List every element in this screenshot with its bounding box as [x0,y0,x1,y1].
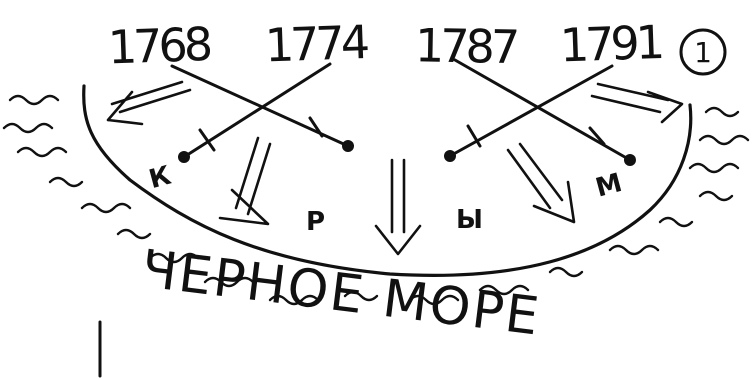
arrow-right-top [592,84,682,122]
arrows [108,82,682,254]
arrow-right-down [508,144,574,222]
number-badge-label: 1 [694,36,712,69]
arrow-left-down [220,138,270,224]
crossing-lines [172,60,630,160]
sea-label: ЧЕРНОЕ МОРЕ [138,239,544,347]
letter-m: М [593,168,626,204]
letter-r: Р [306,207,325,237]
number-badge: 1 [681,30,725,74]
year-1774: 1774 [264,15,369,73]
arrow-center [376,160,420,254]
arrow-left-top [108,82,190,124]
year-1791: 1791 [559,15,663,73]
line-endpoints [178,140,636,166]
letter-k: К [146,161,174,195]
year-1768: 1768 [107,17,212,75]
line-1791 [450,66,612,156]
letter-y: Ы [456,205,483,235]
